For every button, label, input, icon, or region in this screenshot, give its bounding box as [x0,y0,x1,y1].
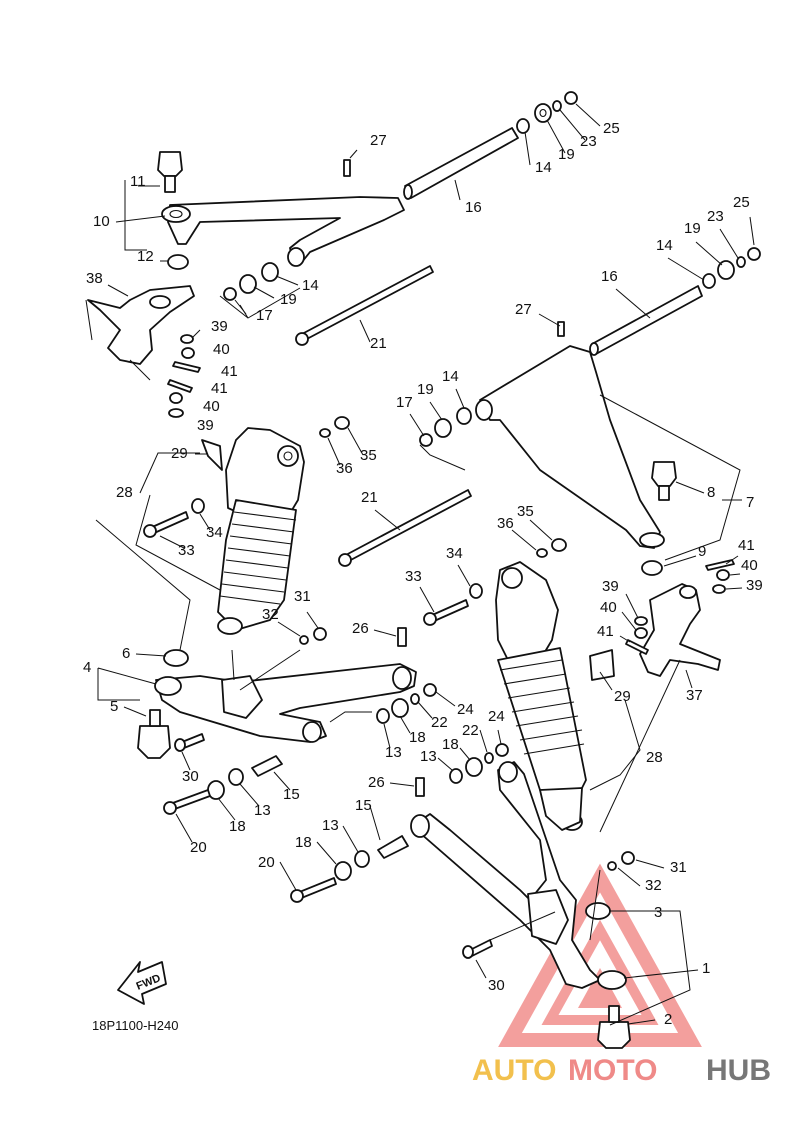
callout-31: 31 [670,859,687,876]
callout-1: 1 [702,960,710,977]
callout-15: 15 [355,797,372,814]
callout-39: 39 [211,318,228,335]
callout-5: 5 [110,698,118,715]
callout-28: 28 [116,484,133,501]
callout-36: 36 [336,460,353,477]
callout-25: 25 [733,194,750,211]
callout-18: 18 [442,736,459,753]
callout-14: 14 [442,368,459,385]
callout-18: 18 [229,818,246,835]
callout-39: 39 [602,578,619,595]
callout-19: 19 [558,146,575,163]
callout-15: 15 [283,786,300,803]
callout-21: 21 [370,335,387,352]
upper-left-arm-assembly [85,91,601,418]
callout-14: 14 [535,159,552,176]
callout-25: 25 [603,120,620,137]
callout-23: 23 [580,133,597,150]
callout-41: 41 [221,363,238,380]
callout-19: 19 [280,291,297,308]
callout-34: 34 [206,524,223,541]
callout-21: 21 [361,489,378,506]
callout-32: 32 [262,606,279,623]
callout-40: 40 [203,398,220,415]
callout-41: 41 [597,623,614,640]
callout-27: 27 [370,132,387,149]
callout-30: 30 [182,768,199,785]
callout-41: 41 [211,380,228,397]
callout-37: 37 [686,687,703,704]
left-shock-absorber [135,416,364,635]
callout-22: 22 [431,714,448,731]
callout-26: 26 [368,774,385,791]
callout-29: 29 [171,445,188,462]
callout-38: 38 [86,270,103,287]
watermark-part-3: HUB [706,1054,771,1087]
callout-13: 13 [385,744,402,761]
callout-16: 16 [465,199,482,216]
callout-40: 40 [213,341,230,358]
callout-29: 29 [614,688,631,705]
callout-20: 20 [190,839,207,856]
lower-right-arm-assembly [279,659,699,1049]
callout-2: 2 [664,1011,672,1028]
callout-36: 36 [497,515,514,532]
right-shock-absorber [419,519,641,831]
callout-27: 27 [515,301,532,318]
callout-8: 8 [707,484,715,501]
callout-18: 18 [409,729,426,746]
callout-10: 10 [93,213,110,230]
watermark-part-2: MOTO [568,1054,657,1087]
callout-13: 13 [322,817,339,834]
callout-40: 40 [741,557,758,574]
forward-arrow-icon: FWD [117,961,167,1005]
callout-9: 9 [698,543,706,560]
callout-33: 33 [178,542,195,559]
callout-7: 7 [746,494,754,511]
callout-24: 24 [457,701,474,718]
callout-32: 32 [645,877,662,894]
callout-23: 23 [707,208,724,225]
callout-35: 35 [360,447,377,464]
upper-right-arm-assembly [338,216,761,689]
watermark-text: AUTO MOTO HUB [472,1054,771,1087]
callout-3: 3 [654,904,662,921]
callout-34: 34 [446,545,463,562]
callout-28: 28 [646,749,663,766]
callout-16: 16 [601,268,618,285]
callout-12: 12 [137,248,154,265]
callout-13: 13 [420,748,437,765]
callout-31: 31 [294,588,311,605]
callout-30: 30 [488,977,505,994]
callout-numbers: 2523191427161110121419172138394041414039… [83,120,763,1028]
callout-39: 39 [197,417,214,434]
callout-41: 41 [738,537,755,554]
callout-14: 14 [302,277,319,294]
figure-code: 18P1100-H240 [92,1018,179,1033]
callout-4: 4 [83,659,91,676]
callout-19: 19 [417,381,434,398]
callout-13: 13 [254,802,271,819]
callout-18: 18 [295,834,312,851]
callout-33: 33 [405,568,422,585]
callout-20: 20 [258,854,275,871]
callout-35: 35 [517,503,534,520]
lower-left-arm-assembly [95,519,456,843]
callout-17: 17 [256,307,273,324]
callout-40: 40 [600,599,617,616]
callout-24: 24 [488,708,505,725]
callout-19: 19 [684,220,701,237]
callout-14: 14 [656,237,673,254]
callout-11: 11 [130,173,146,190]
callout-6: 6 [122,645,130,662]
callout-22: 22 [462,722,479,739]
watermark-part-1: AUTO [472,1054,556,1087]
callout-17: 17 [396,394,413,411]
callout-26: 26 [352,620,369,637]
callout-39: 39 [746,577,763,594]
